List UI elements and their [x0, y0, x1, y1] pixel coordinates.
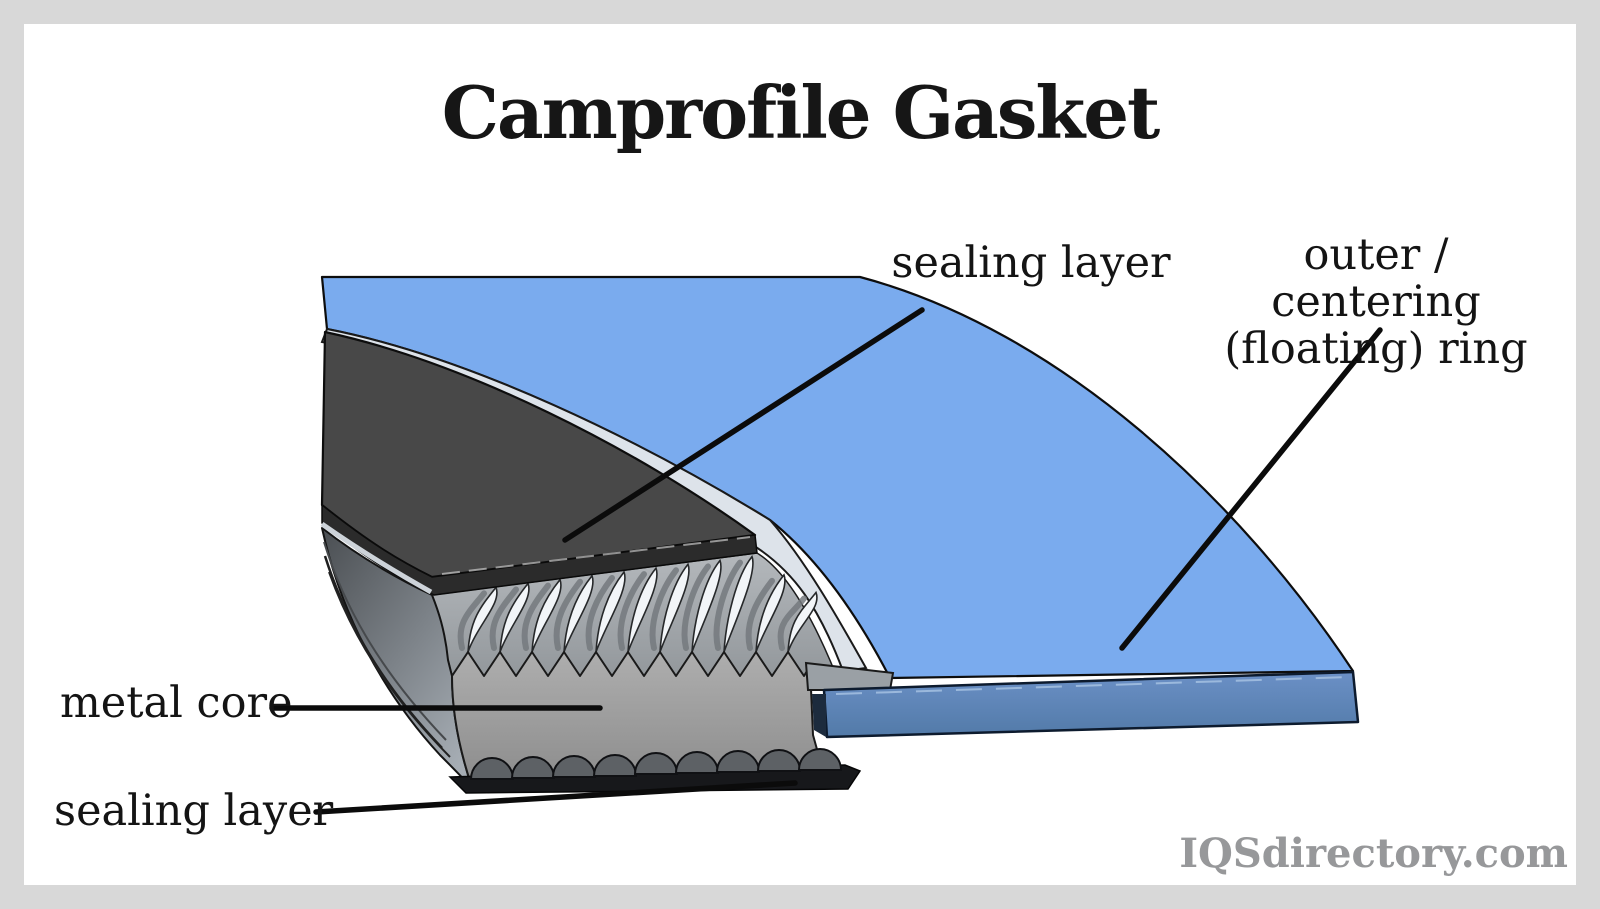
label-metal-core: metal core	[60, 678, 293, 728]
label-outer-centering-ring: outer / centering (floating) ring	[1224, 230, 1528, 374]
label-sealing-layer-bottom: sealing layer	[54, 786, 334, 836]
page-title: Camprofile Gasket	[441, 70, 1161, 155]
watermark: IQSdirectory.com	[1179, 830, 1568, 877]
label-sealing-layer-top: sealing layer	[891, 238, 1171, 288]
